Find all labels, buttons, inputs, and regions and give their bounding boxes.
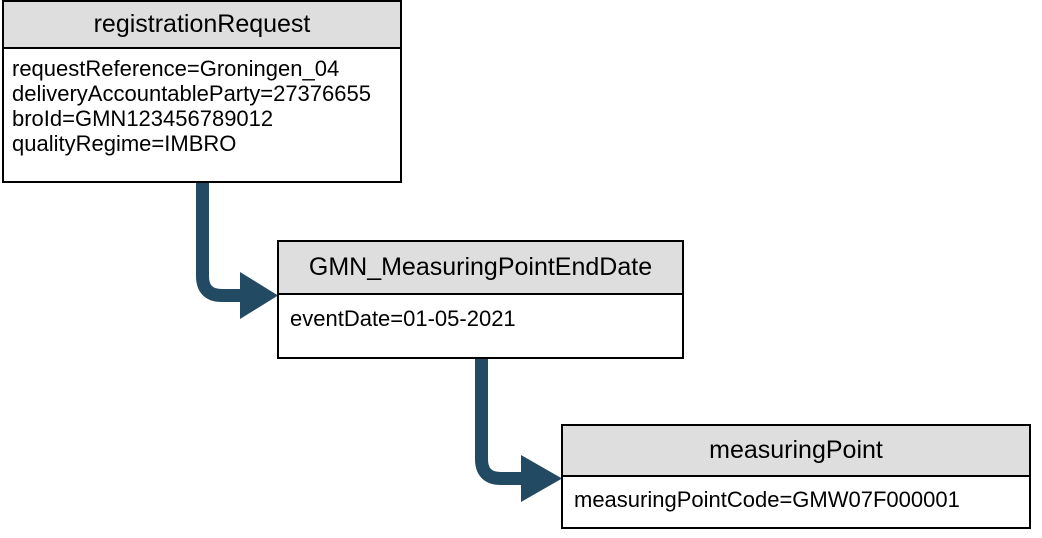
- attribute-row: requestReference=Groningen_04: [12, 56, 340, 81]
- object-box-title: GMN_MeasuringPointEndDate: [279, 242, 682, 295]
- object-box-attributes: requestReference=Groningen_04 deliveryAc…: [4, 49, 400, 181]
- connector-registration-request-to-end-date: [196, 181, 278, 319]
- connector-elbow-path-2: [475, 357, 524, 485]
- connector-elbow-path-1: [196, 181, 243, 302]
- connector-arrowhead-2: [521, 455, 562, 502]
- object-box-attributes: measuringPointCode=GMW07F000001: [563, 477, 1029, 527]
- connector-arrowhead-1: [240, 272, 278, 319]
- attribute-row: measuringPointCode=GMW07F000001: [574, 487, 960, 512]
- object-box-measuring-point[interactable]: measuringPoint measuringPointCode=GMW07F…: [561, 424, 1031, 529]
- attribute-row: qualityRegime=IMBRO: [12, 131, 237, 156]
- connector-end-date-to-measuring-point: [475, 357, 562, 502]
- attribute-row: deliveryAccountableParty=27376655: [12, 81, 371, 106]
- object-box-registration-request[interactable]: registrationRequest requestReference=Gro…: [2, 0, 402, 183]
- attribute-row: broId=GMN123456789012: [12, 106, 274, 131]
- object-box-title: measuringPoint: [563, 426, 1029, 477]
- attribute-row: eventDate=01-05-2021: [290, 306, 516, 331]
- object-box-gmn-measuring-point-end-date[interactable]: GMN_MeasuringPointEndDate eventDate=01-0…: [277, 240, 684, 359]
- object-box-attributes: eventDate=01-05-2021: [279, 295, 682, 357]
- object-box-title: registrationRequest: [4, 2, 400, 49]
